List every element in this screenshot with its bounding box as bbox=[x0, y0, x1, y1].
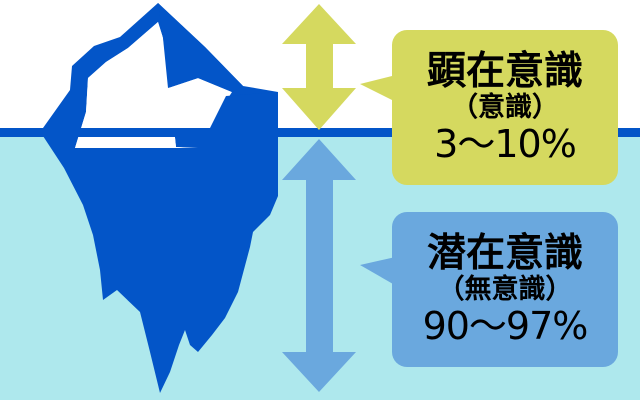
callout-conscious-subtitle: （意識） bbox=[451, 92, 559, 124]
callout-subconscious-tail bbox=[360, 256, 400, 288]
iceberg-lower-blue bbox=[210, 92, 278, 128]
above-water-extent-arrow bbox=[282, 4, 356, 130]
callout-subconscious-title: 潜在意識 bbox=[426, 230, 583, 276]
iceberg-wedge-shadow bbox=[166, 82, 226, 130]
iceberg-underwater bbox=[43, 136, 278, 393]
callout-conscious: 顕在意識 （意識） 3〜10% bbox=[392, 30, 618, 185]
callout-subconscious: 潜在意識 （無意識） 90〜97% bbox=[392, 212, 618, 367]
callout-conscious-tail bbox=[360, 74, 400, 104]
iceberg-highlight-left bbox=[75, 22, 190, 148]
callout-conscious-value: 3〜10% bbox=[434, 121, 577, 166]
below-water-extent-arrow bbox=[282, 139, 356, 392]
callout-conscious-box bbox=[392, 30, 618, 185]
waterline bbox=[0, 128, 640, 137]
iceberg-ridge bbox=[158, 3, 243, 92]
callout-conscious-title: 顕在意識 bbox=[426, 48, 583, 94]
callout-subconscious-value: 90〜97% bbox=[422, 303, 589, 348]
callout-subconscious-box bbox=[392, 212, 618, 367]
callout-subconscious-subtitle: （無意識） bbox=[437, 274, 573, 306]
